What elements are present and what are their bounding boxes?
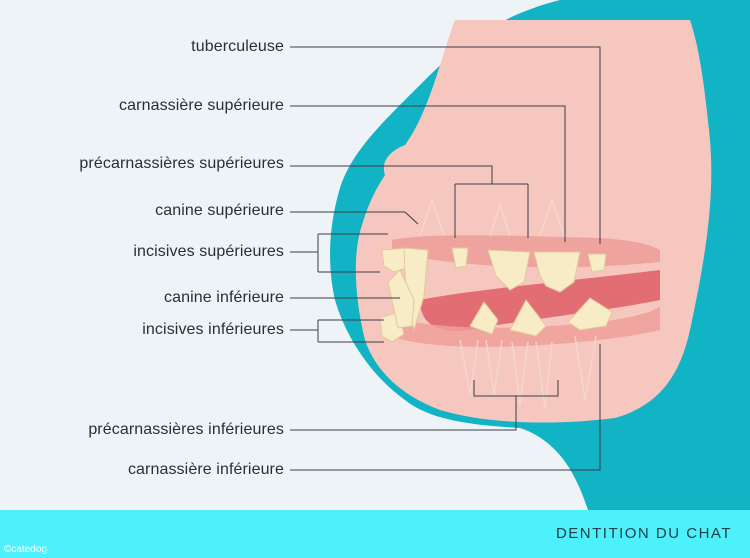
- lower-canine: [387, 269, 415, 329]
- line-canine-sup: [290, 211, 419, 225]
- label-carnassiere-superieure: carnassière supérieure: [119, 97, 284, 114]
- tooth-roots: [419, 197, 597, 409]
- label-incisives-superieures: incisives supérieures: [133, 243, 284, 260]
- upper-carnassial: [533, 251, 581, 293]
- diagram-title: DENTITION DU CHAT: [555, 525, 732, 542]
- label-canine-superieure: canine supérieure: [155, 202, 284, 219]
- line-carnassiere-sup: [290, 105, 566, 242]
- label-incisives-inferieures: incisives inférieures: [142, 321, 284, 338]
- label-canine-inferieure: canine inférieure: [164, 289, 284, 306]
- upper-teeth: [381, 247, 607, 332]
- line-tuberculeuse: [290, 46, 601, 244]
- lower-premolar-a: [469, 301, 499, 335]
- lower-gum: [392, 306, 660, 347]
- upper-premolar: [487, 249, 531, 291]
- label-tuberculeuse: tuberculeuse: [191, 38, 284, 55]
- label-precarnassieres-inferieures: précarnassières inférieures: [88, 421, 284, 438]
- label-precarnassieres-superieures: précarnassières supérieures: [79, 155, 284, 172]
- lower-carnassial: [567, 297, 613, 331]
- upper-tuberculeuse: [587, 253, 607, 273]
- line-carnassiere-inf: [290, 344, 601, 471]
- upper-premolar-small: [451, 247, 469, 269]
- line-incisives-sup: [290, 233, 388, 273]
- leader-lines: [290, 46, 601, 471]
- copyright-symbol: ©: [4, 544, 12, 555]
- footer-band: DENTITION DU CHAT ©catedog: [0, 510, 750, 558]
- lower-premolar-b: [509, 299, 547, 337]
- lower-teeth: [379, 269, 613, 343]
- copyright-text: catedog: [11, 544, 47, 555]
- line-precarnassieres-sup: [290, 165, 529, 238]
- line-precarnassieres-inf: [290, 380, 559, 431]
- label-carnassiere-inferieure: carnassière inférieure: [127, 461, 284, 478]
- face-skin: [355, 20, 712, 423]
- copyright-notice: ©catedog: [4, 544, 47, 555]
- line-incisives-inf: [290, 319, 384, 343]
